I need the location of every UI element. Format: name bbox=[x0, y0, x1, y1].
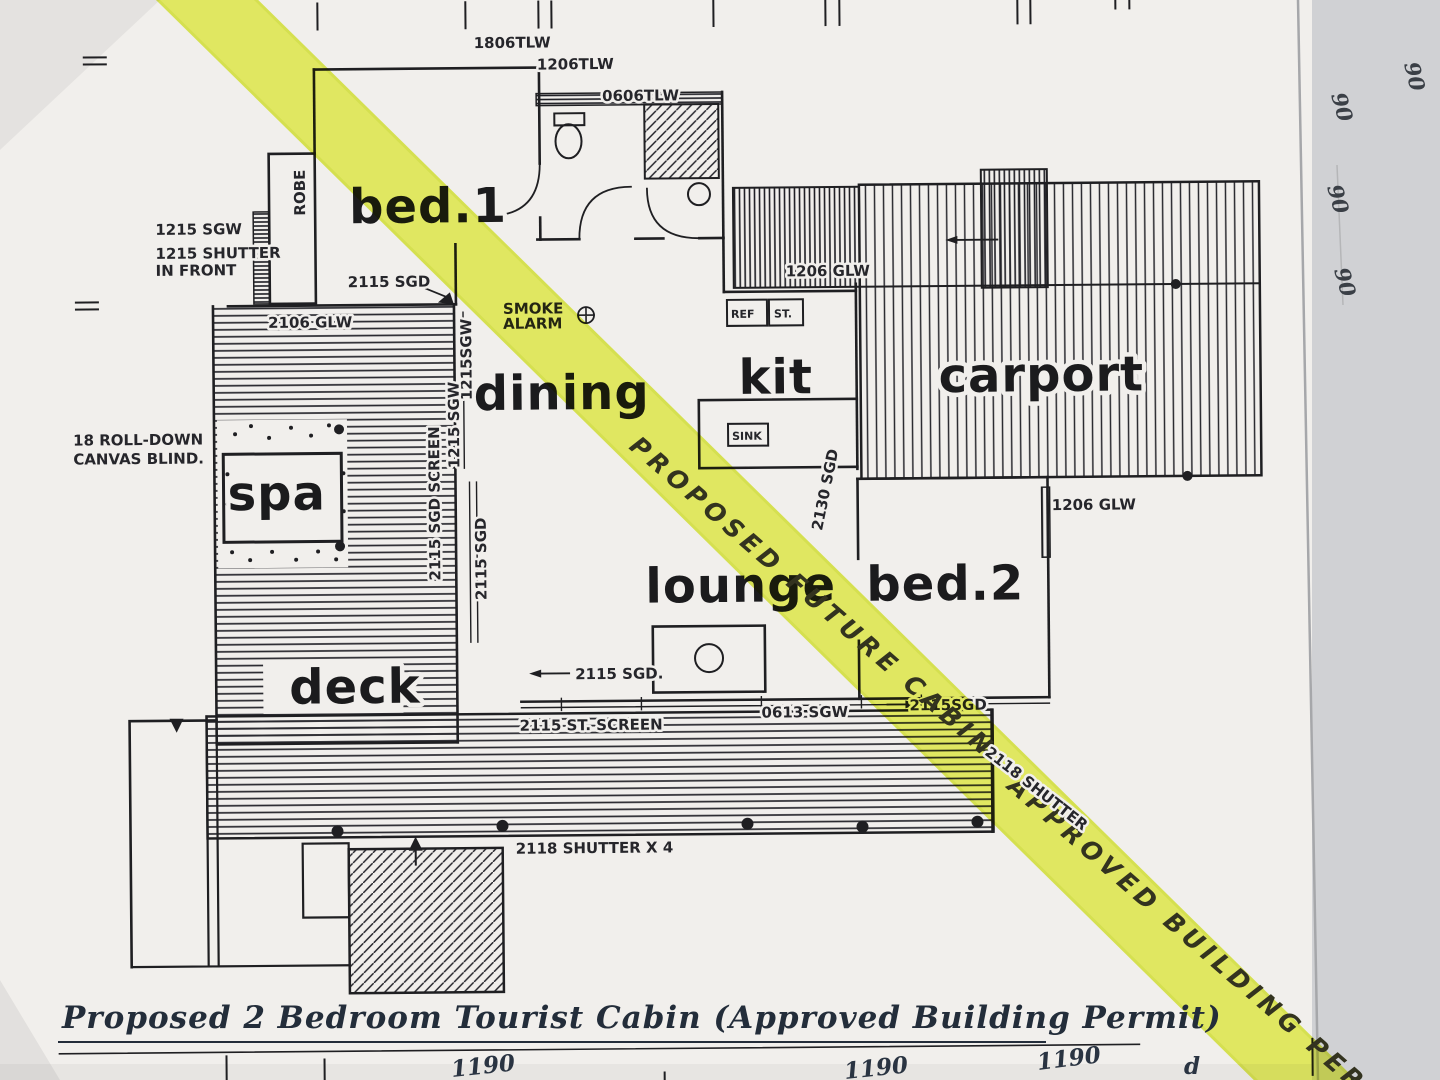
annotation-2115sgd-screen: 2115 SGD SCREEN bbox=[425, 426, 444, 580]
steps-hatch bbox=[347, 846, 506, 995]
annotation-sink: SINK bbox=[732, 430, 762, 443]
annotation-rolldown-2: CANVAS BLIND. bbox=[73, 450, 204, 469]
caption-text: Proposed 2 Bedroom Tourist Cabin (Approv… bbox=[61, 1000, 1222, 1036]
annotation-st: ST. bbox=[774, 307, 792, 320]
spa-surround bbox=[216, 419, 349, 569]
annotation-robe: ROBE bbox=[291, 170, 309, 216]
markers bbox=[169, 235, 1193, 851]
edge-mark-bottom-0: 1190 bbox=[450, 1049, 516, 1080]
caption-block: Proposed 2 Bedroom Tourist Cabin (Approv… bbox=[58, 1000, 1222, 1043]
paper-edge bbox=[1296, 0, 1320, 1080]
annotation-1215sgw: 1215 SGW bbox=[155, 220, 242, 239]
annotation-2106glw: 2106 GLW bbox=[268, 313, 353, 332]
hatched-areas bbox=[205, 91, 1263, 995]
room-label-bed2: bed.2 bbox=[866, 555, 1024, 612]
annotation-2115sgd-mid: 2115 SGD. bbox=[575, 664, 663, 683]
annotation-1206glw-kit: 1206 GLW bbox=[786, 262, 871, 281]
annotation-0606tlw: 0606TLW bbox=[602, 86, 680, 105]
room-label-carport: carport bbox=[938, 346, 1144, 404]
edge-mark-bottom-3: d bbox=[1184, 1053, 1200, 1080]
annotation-2115sgd-v: 2115 SGD bbox=[472, 517, 491, 600]
edge-marks: 90 90 90 90 1190 1190 1190 d bbox=[450, 59, 1431, 1080]
shower bbox=[643, 102, 720, 180]
highlighter-band bbox=[155, 0, 1357, 1080]
room-label-kit: kit bbox=[738, 349, 813, 406]
annotation-2115st-screen: 2115 ST. SCREEN bbox=[520, 716, 663, 735]
walkway-hatch bbox=[731, 185, 861, 289]
annotation-2118shutter-x4: 2118 SHUTTER X 4 bbox=[516, 838, 674, 857]
deck-label-patch bbox=[263, 660, 404, 714]
room-label-deck: deck bbox=[289, 659, 421, 716]
annotations: 1806TLW 1206TLW 0606TLW 1215 SGW 1215 SH… bbox=[71, 31, 1139, 860]
annotation-0613sgw: 0613 SGW bbox=[761, 703, 848, 722]
annotation-1206glw-bed2: 1206 GLW bbox=[1052, 495, 1137, 514]
room-label-spa: spa bbox=[227, 465, 326, 522]
annotation-1215sgw-v2: 1215 SGW bbox=[445, 381, 464, 468]
annotation-ref: REF bbox=[731, 308, 755, 321]
annotation-infront: IN FRONT bbox=[156, 261, 238, 280]
annotation-rolldown-1: 18 ROLL-DOWN bbox=[73, 431, 203, 450]
annotation-1206tlw: 1206TLW bbox=[537, 55, 615, 74]
annotation-2115sgd-top: 2115 SGD bbox=[348, 273, 431, 292]
plan-drawing: bed.1 dining kit carport spa lounge bed.… bbox=[58, 0, 1314, 1080]
annotation-1215sgw-v1: 1215SGW bbox=[457, 318, 476, 400]
annotation-1215shutter: 1215 SHUTTER bbox=[155, 244, 281, 263]
annotation-1806tlw: 1806TLW bbox=[474, 33, 552, 52]
carport-corner-box bbox=[979, 168, 1049, 289]
carport-hatch bbox=[857, 180, 1263, 481]
edge-mark-bottom-1: 1190 bbox=[843, 1051, 909, 1080]
